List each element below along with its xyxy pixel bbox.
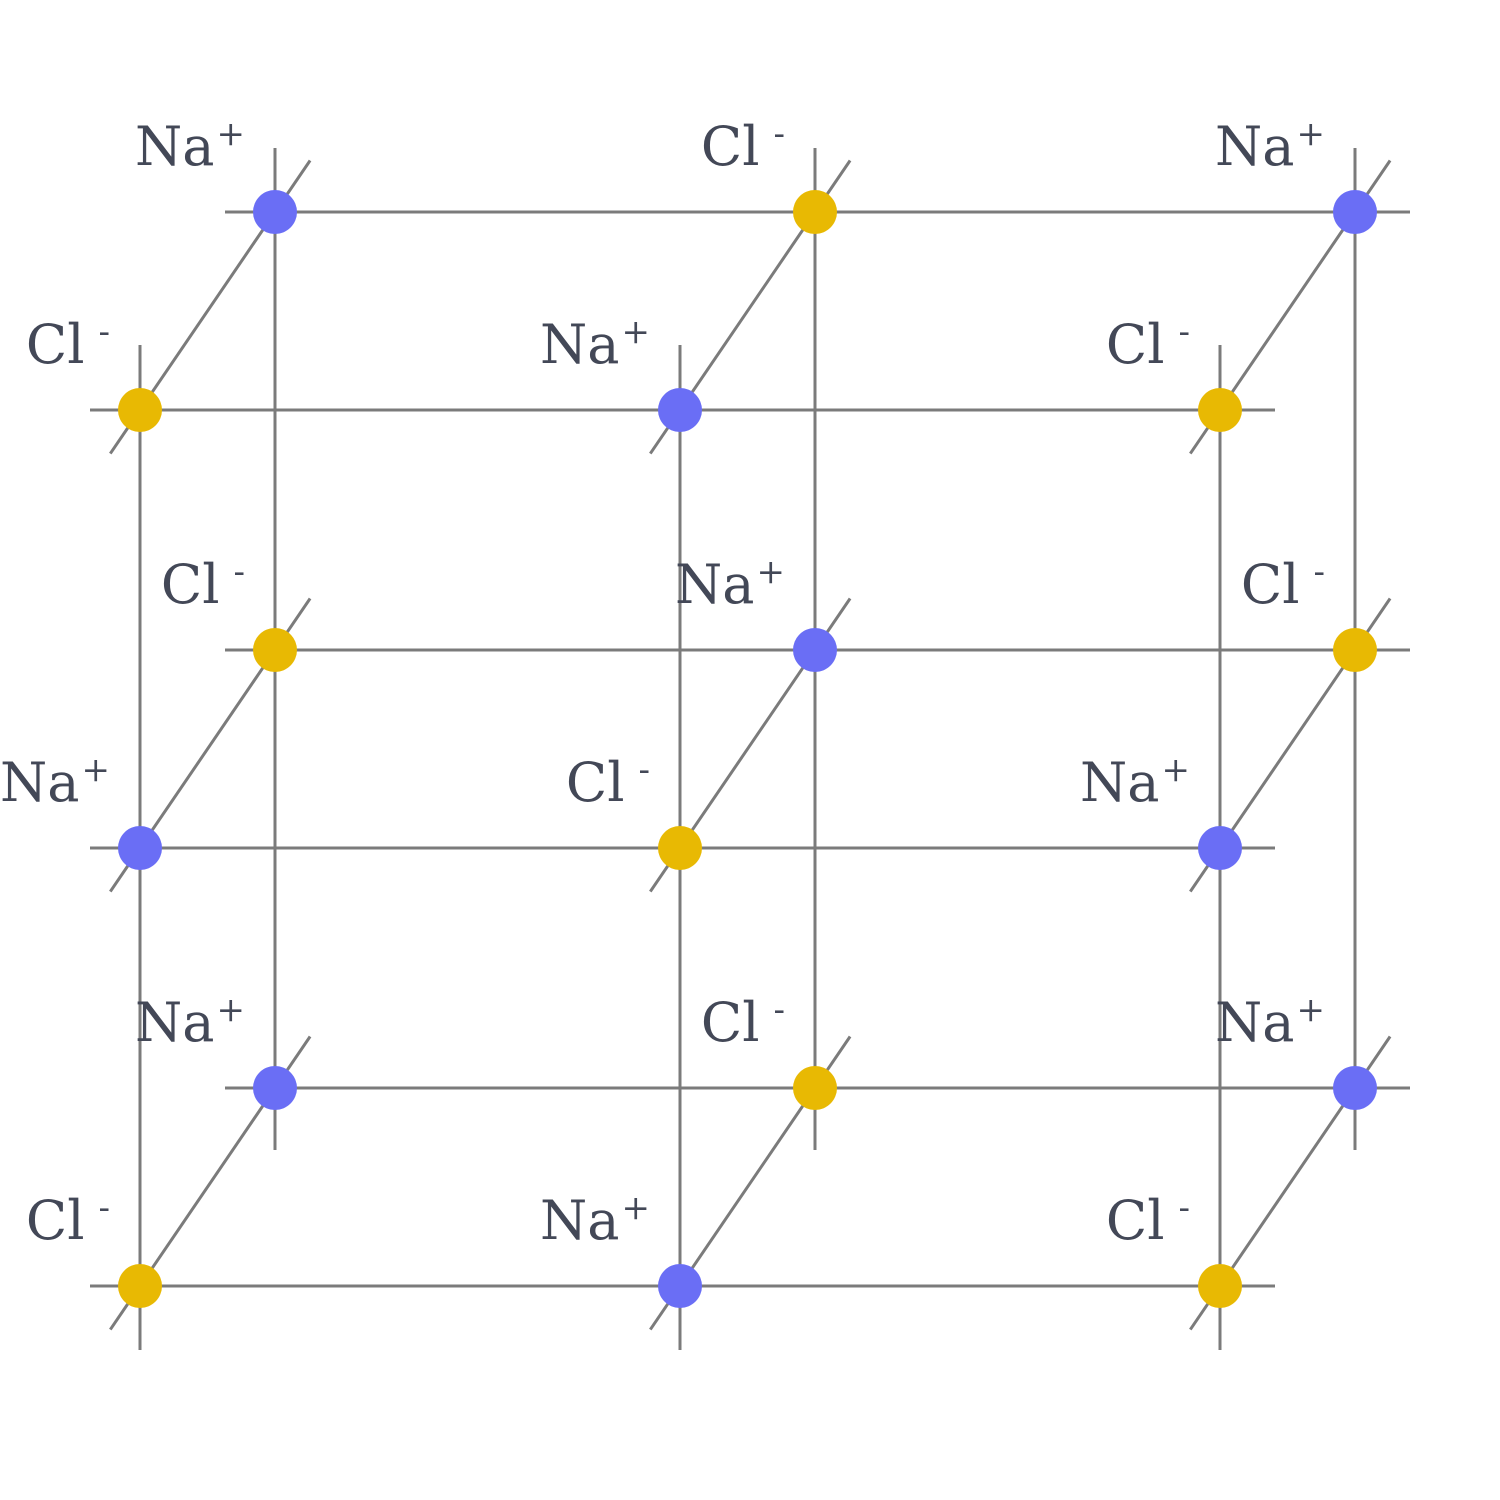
ion-charge: -	[99, 1188, 111, 1228]
ion-charge: +	[757, 552, 786, 592]
ion-symbol: Na	[1215, 991, 1294, 1054]
ion-symbol: Cl	[161, 553, 220, 616]
ion-charge: +	[1162, 750, 1191, 790]
ion-label-front-2-2: Cl-	[1106, 1188, 1190, 1252]
ion-symbol: Na	[675, 553, 754, 616]
ion-symbol: Cl	[701, 991, 760, 1054]
chloride-ion-back-1-0	[253, 628, 297, 672]
ion-symbol: Cl	[1241, 553, 1300, 616]
ion-symbol: Cl	[701, 115, 760, 178]
ion-label-back-2-2: Na+	[1215, 990, 1325, 1054]
ion-symbol: Na	[1215, 115, 1294, 178]
ion-symbol: Cl	[1106, 1189, 1165, 1252]
ion-labels: Na+Cl-Na+Cl-Na+Cl-Cl-Na+Cl-Na+Cl-Na+Na+C…	[0, 114, 1325, 1252]
sodium-ion-back-0-2	[1333, 190, 1377, 234]
ion-label-front-2-1: Na+	[540, 1188, 650, 1252]
sodium-ion-front-2-1	[658, 1264, 702, 1308]
sodium-ion-front-1-0	[118, 826, 162, 870]
ion-charge: +	[1297, 990, 1326, 1030]
ion-symbol: Na	[540, 313, 619, 376]
ion-charge: -	[774, 114, 786, 154]
ion-label-back-0-2: Na+	[1215, 114, 1325, 178]
sodium-ion-front-0-1	[658, 388, 702, 432]
sodium-ion-back-1-1	[793, 628, 837, 672]
ion-label-front-2-0: Cl-	[26, 1188, 110, 1252]
ion-charge: -	[639, 750, 651, 790]
ion-symbol: Na	[1080, 751, 1159, 814]
chloride-ion-front-2-0	[118, 1264, 162, 1308]
ion-symbol: Cl	[566, 751, 625, 814]
ion-charge: -	[774, 990, 786, 1030]
chloride-ion-back-2-1	[793, 1066, 837, 1110]
sodium-ion-back-2-0	[253, 1066, 297, 1110]
ion-label-back-2-0: Na+	[135, 990, 245, 1054]
ion-symbol: Cl	[26, 1189, 85, 1252]
ion-label-back-1-0: Cl-	[161, 552, 245, 616]
ion-charge: -	[1179, 312, 1191, 352]
sodium-ion-back-0-0	[253, 190, 297, 234]
ion-charge: +	[217, 990, 246, 1030]
ion-charge: -	[234, 552, 246, 592]
ion-label-front-0-1: Na+	[540, 312, 650, 376]
ion-label-back-0-0: Na+	[135, 114, 245, 178]
lattice-ions	[118, 190, 1377, 1308]
sodium-ion-back-2-2	[1333, 1066, 1377, 1110]
ion-charge: +	[217, 114, 246, 154]
ion-charge: +	[622, 1188, 651, 1228]
ion-charge: -	[1314, 552, 1326, 592]
ion-label-front-1-2: Na+	[1080, 750, 1190, 814]
ion-label-front-1-1: Cl-	[566, 750, 650, 814]
chloride-ion-back-0-1	[793, 190, 837, 234]
ion-charge: +	[82, 750, 111, 790]
ion-charge: +	[622, 312, 651, 352]
ion-label-front-1-0: Na+	[0, 750, 110, 814]
chloride-ion-back-1-2	[1333, 628, 1377, 672]
sodium-ion-front-1-2	[1198, 826, 1242, 870]
chloride-ion-front-2-2	[1198, 1264, 1242, 1308]
ion-symbol: Na	[0, 751, 79, 814]
ion-symbol: Na	[540, 1189, 619, 1252]
ion-charge: -	[99, 312, 111, 352]
ion-label-front-0-0: Cl-	[26, 312, 110, 376]
ion-label-back-1-2: Cl-	[1241, 552, 1325, 616]
ion-symbol: Na	[135, 991, 214, 1054]
chloride-ion-front-1-1	[658, 826, 702, 870]
ion-charge: +	[1297, 114, 1326, 154]
ion-label-back-2-1: Cl-	[701, 990, 785, 1054]
ion-label-front-0-2: Cl-	[1106, 312, 1190, 376]
chloride-ion-front-0-2	[1198, 388, 1242, 432]
ion-label-back-0-1: Cl-	[701, 114, 785, 178]
ion-label-back-1-1: Na+	[675, 552, 785, 616]
ion-charge: -	[1179, 1188, 1191, 1228]
ion-symbol: Na	[135, 115, 214, 178]
ion-symbol: Cl	[26, 313, 85, 376]
ion-symbol: Cl	[1106, 313, 1165, 376]
chloride-ion-front-0-0	[118, 388, 162, 432]
